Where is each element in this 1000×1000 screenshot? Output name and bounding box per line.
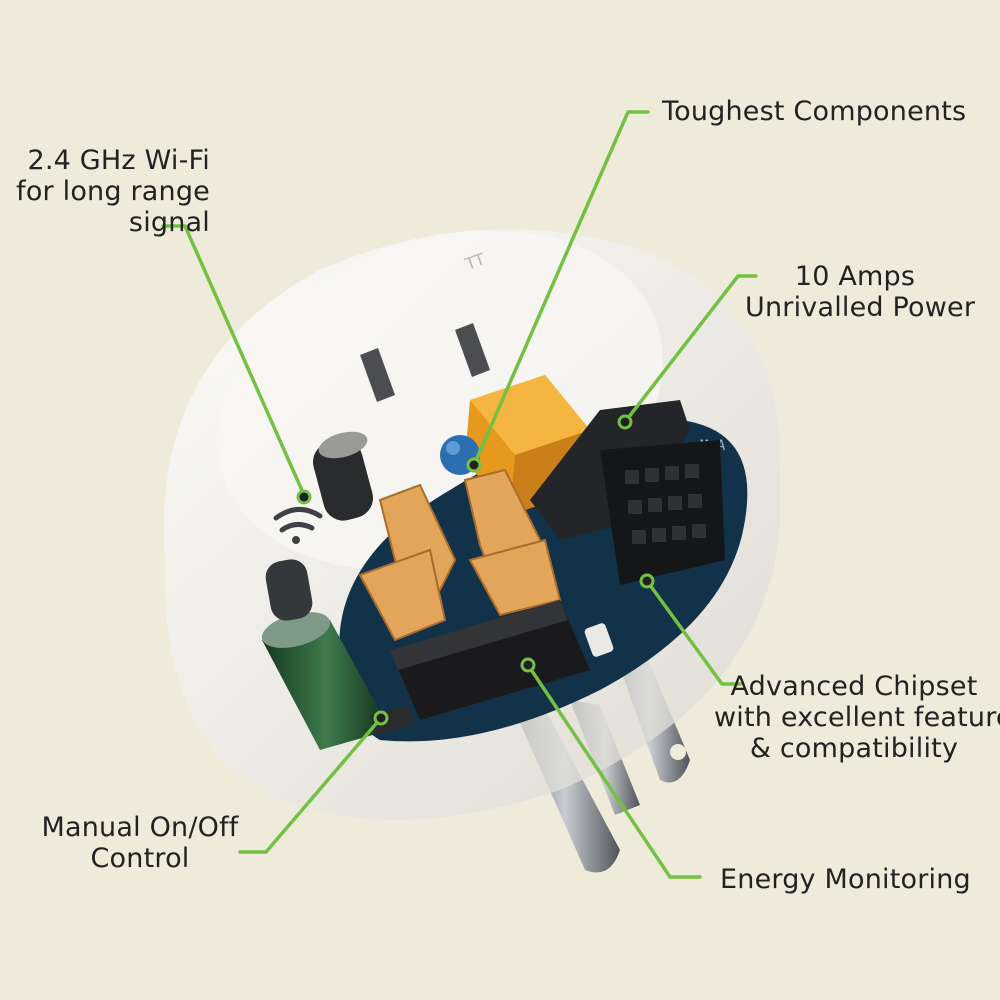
dark-capacitors — [265, 431, 374, 621]
dot-manual — [373, 710, 389, 726]
callout-manual-line-2: Control — [90, 843, 190, 874]
callout-chipset: Advanced Chipset with excellent features… — [714, 671, 1000, 764]
black-relay — [390, 600, 590, 720]
callout-wifi: 2.4 GHz Wi-Fi for long range signal — [10, 145, 210, 238]
callout-power: 10 Amps Unrivalled Power — [745, 261, 976, 323]
green-capacitor — [261, 612, 390, 750]
dot-chipset — [639, 573, 655, 589]
outlet-slot-left — [360, 348, 395, 402]
leader-wifi — [161, 224, 306, 497]
callout-components-line-1: Toughest Components — [662, 96, 967, 127]
dot-energy — [520, 657, 536, 673]
leader-energy — [526, 663, 702, 879]
callout-chipset-line-2: with excellent features — [714, 702, 1000, 733]
leader-dots — [296, 414, 655, 726]
dot-power — [617, 414, 633, 430]
callout-power-line-1: 10 Amps — [794, 261, 916, 292]
callout-manual: Manual On/Off Control — [20, 812, 260, 874]
leader-chipset — [645, 579, 742, 686]
callout-components: Toughest Components — [662, 96, 966, 127]
wifi-icon — [273, 507, 323, 544]
white-switch — [584, 623, 614, 657]
callout-energy-line-1: Energy Monitoring — [720, 864, 971, 895]
prong-hole — [670, 744, 686, 760]
leader-lines — [161, 110, 758, 879]
callout-chipset-line-1: Advanced Chipset — [730, 671, 978, 702]
dot-wifi — [296, 489, 312, 505]
outlet-slot-right — [455, 323, 490, 377]
callout-wifi-line-2: for long range — [16, 176, 210, 207]
leader-manual — [238, 716, 383, 854]
callout-chipset-line-3: & compatibility — [749, 733, 959, 764]
callout-wifi-line-3: signal — [128, 207, 210, 238]
callout-wifi-line-1: 2.4 GHz Wi-Fi — [27, 145, 210, 176]
leader-power — [623, 274, 758, 424]
callout-manual-line-1: Manual On/Off — [41, 812, 239, 843]
callout-power-line-2: Unrivalled Power — [745, 292, 976, 323]
dot-components — [466, 457, 482, 473]
callout-energy: Energy Monitoring — [720, 864, 971, 895]
leader-components — [472, 110, 650, 467]
chipset-block — [530, 400, 725, 585]
